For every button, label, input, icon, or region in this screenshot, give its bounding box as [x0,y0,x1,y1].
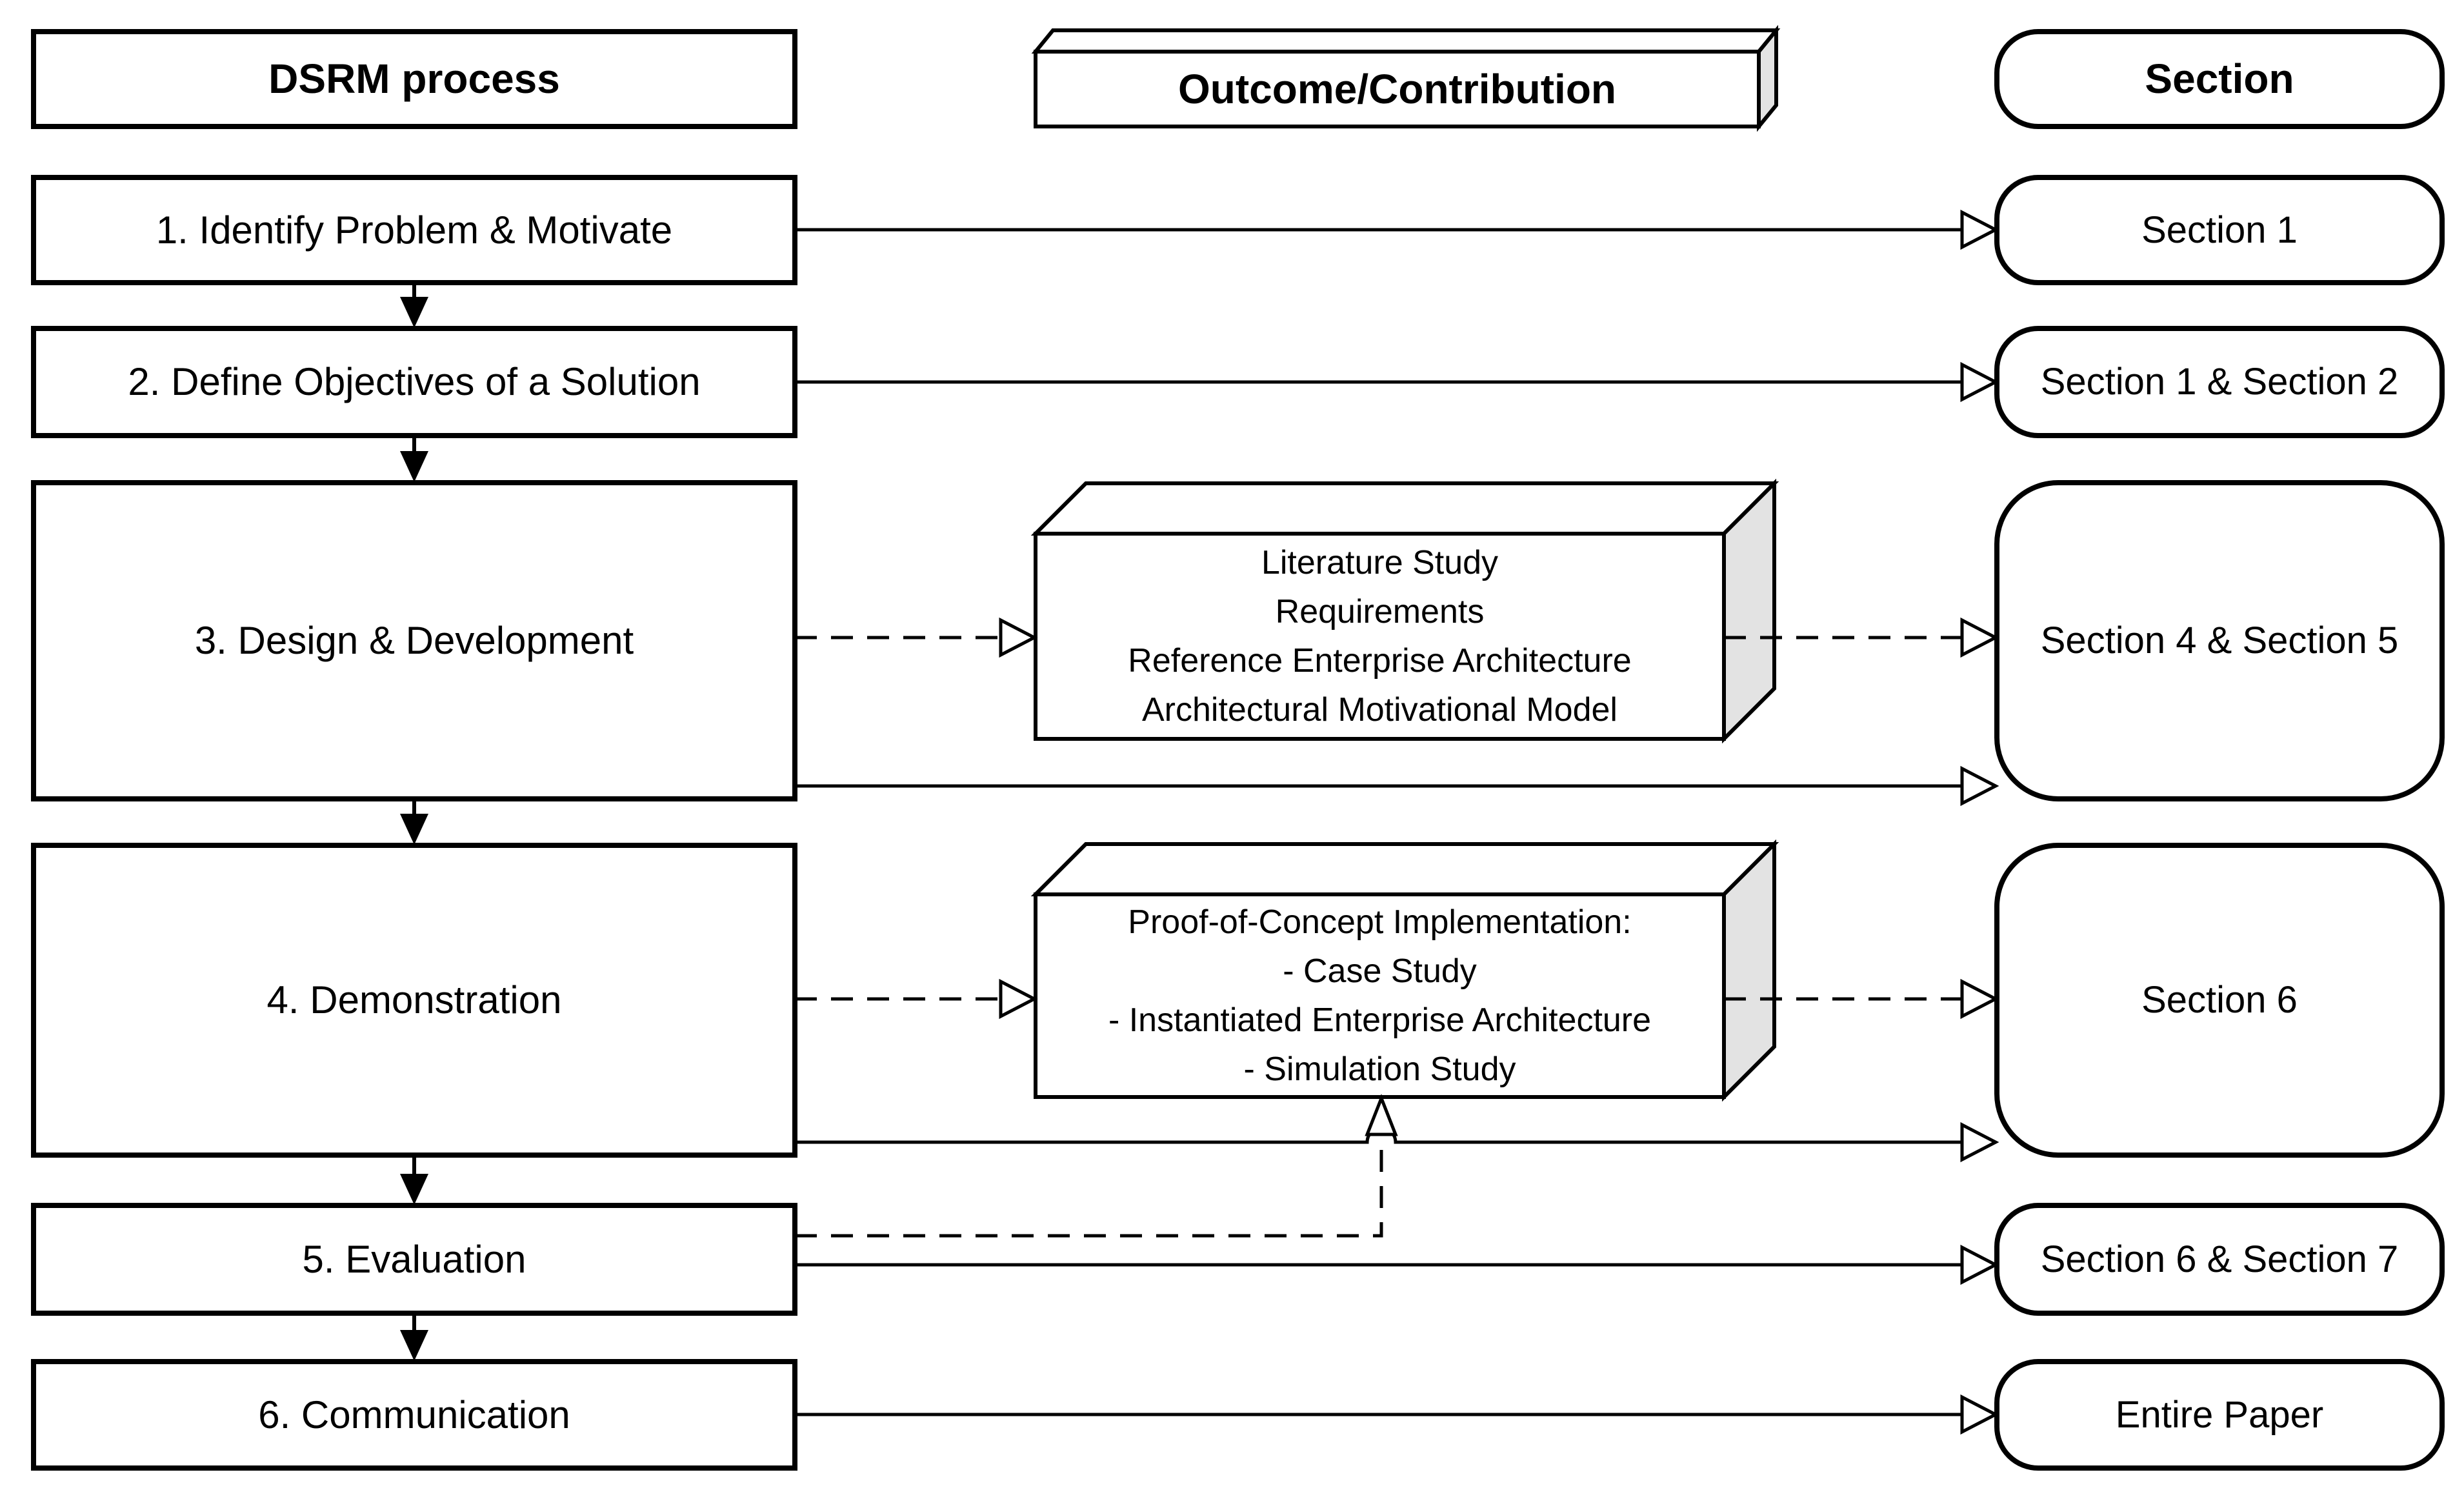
section-label-3: Section 4 & Section 5 [2040,619,2399,662]
connector-step3-sections45 [795,765,1999,807]
flow-arrow-4-5 [400,1155,428,1205]
flow-arrow-2-3 [400,436,428,482]
connector-step1-section1 [795,209,1999,250]
mapping-connectors [795,209,1999,1435]
design-artifacts-3d-box [1030,478,1779,744]
dashed-evaluation-to-poc [795,1094,1398,1238]
design-artifact-line-4: Architectural Motivational Model [1142,691,1618,729]
section-stadium-1 [1994,175,2445,285]
process-header-label: DSRM process [268,55,560,103]
process-box-5 [31,1203,797,1316]
process-box-4 [31,843,797,1158]
dashed-poc-to-section6 [1724,978,1999,1020]
process-step-2-label: 2. Define Objectives of a Solution [128,360,701,403]
process-step-boxes [31,175,797,1471]
process-step-4-label: 4. Demonstration [266,978,562,1022]
dashed-connectors [795,617,1999,1238]
flow-arrow-3-4 [400,799,428,845]
connector-step6-entire-paper [795,1394,1999,1435]
process-box-2 [31,326,797,438]
section-stadiums [1994,175,2445,1471]
design-artifacts-text: Literature Study Requirements Reference … [1036,534,1724,739]
process-step-6-label: 6. Communication [258,1393,570,1436]
flow-arrow-1-2 [400,283,428,328]
section-header-stadium [1994,29,2445,129]
demonstration-artifact-line-1: Proof-of-Concept Implementation: [1128,903,1632,941]
process-step-1-label: 1. Identify Problem & Motivate [155,208,673,252]
section-label-5: Section 6 & Section 7 [2040,1238,2399,1280]
section-label-2: Section 1 & Section 2 [2040,361,2399,403]
section-label-4: Section 6 [2141,979,2298,1022]
section-stadium-5 [1994,1203,2445,1316]
dashed-step4-to-poc [795,978,1038,1020]
section-label-1: Section 1 [2141,208,2298,251]
section-stadium-6 [1994,1359,2445,1471]
demonstration-artifacts-3d-box [1030,839,1779,1102]
demonstration-artifact-line-4: - Simulation Study [1243,1051,1516,1088]
section-stadium-3 [1994,480,2445,801]
dashed-step3-to-artifacts [795,617,1038,658]
process-header-box [31,29,797,129]
demonstration-artifact-line-3: - Instantiated Enterprise Architecture [1108,1002,1652,1039]
outcome-header-3d-box [1031,25,1781,132]
process-box-1 [31,175,797,285]
process-step-3-label: 3. Design & Development [194,619,634,662]
process-box-6 [31,1359,797,1471]
process-flow-arrows [400,283,428,1361]
connector-step5-sections67 [795,1244,1999,1285]
design-artifact-line-1: Literature Study [1261,544,1499,581]
connector-step2-sections12 [795,361,1999,403]
section-stadium-2 [1994,326,2445,438]
demonstration-artifact-line-2: - Case Study [1283,952,1477,990]
design-artifact-line-2: Requirements [1275,593,1485,630]
dashed-artifacts-to-sections45 [1724,617,1999,658]
section-label-6: Entire Paper [2115,1393,2324,1436]
outcome-header-label: Outcome/Contribution [1177,65,1617,112]
flow-arrow-5-6 [400,1313,428,1361]
section-stadium-4 [1994,843,2445,1158]
process-step-5-label: 5. Evaluation [302,1237,526,1281]
section-header-label: Section [2145,55,2294,103]
demonstration-artifacts-text: Proof-of-Concept Implementation: - Case … [1036,894,1724,1097]
process-box-3 [31,480,797,801]
design-artifact-line-3: Reference Enterprise Architecture [1128,642,1632,680]
